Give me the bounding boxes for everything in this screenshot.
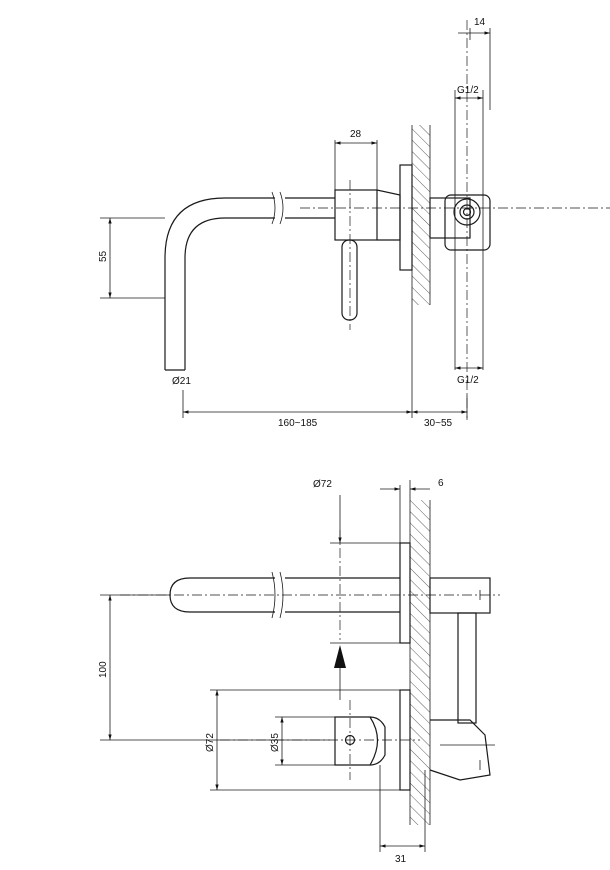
cover-plate-top [399, 164, 413, 271]
dim-label-thread-bottom: G1/2 [457, 375, 479, 386]
dim-label-55: 55 [98, 250, 109, 262]
top-view: 14 G1/2 G1/2 28 55 Ø21 160~185 30~55 [98, 17, 610, 429]
dim-label-diameter-35: Ø35 [270, 733, 281, 752]
wall-bottom [409, 480, 431, 825]
dim-label-diameter-21: Ø21 [172, 376, 191, 387]
mixer-side [429, 577, 495, 781]
dim-label-wall-depth: 30~55 [424, 418, 453, 429]
dim-label-28: 28 [350, 129, 362, 140]
dim-label-diameter-72-top: Ø72 [313, 479, 332, 490]
bottom-view: Ø72 6 100 Ø72 Ø35 31 [98, 478, 500, 865]
spout-side [120, 571, 500, 619]
wall-top [411, 125, 431, 360]
spout-top [164, 191, 335, 371]
dim-label-length: 160~185 [278, 418, 318, 429]
handle-body-top [300, 180, 610, 330]
dim-label-diameter-72-left: Ø72 [205, 733, 216, 752]
dim-label-6: 6 [438, 478, 444, 489]
handle-side [220, 530, 420, 780]
arrow-up-marker [334, 645, 346, 668]
dim-label-14: 14 [474, 17, 486, 28]
dim-label-31: 31 [395, 854, 407, 865]
dim-label-100: 100 [98, 661, 109, 678]
dim-label-thread-top: G1/2 [457, 85, 479, 96]
cover-plate-upper [399, 542, 411, 644]
mixer-body-top [429, 20, 491, 420]
